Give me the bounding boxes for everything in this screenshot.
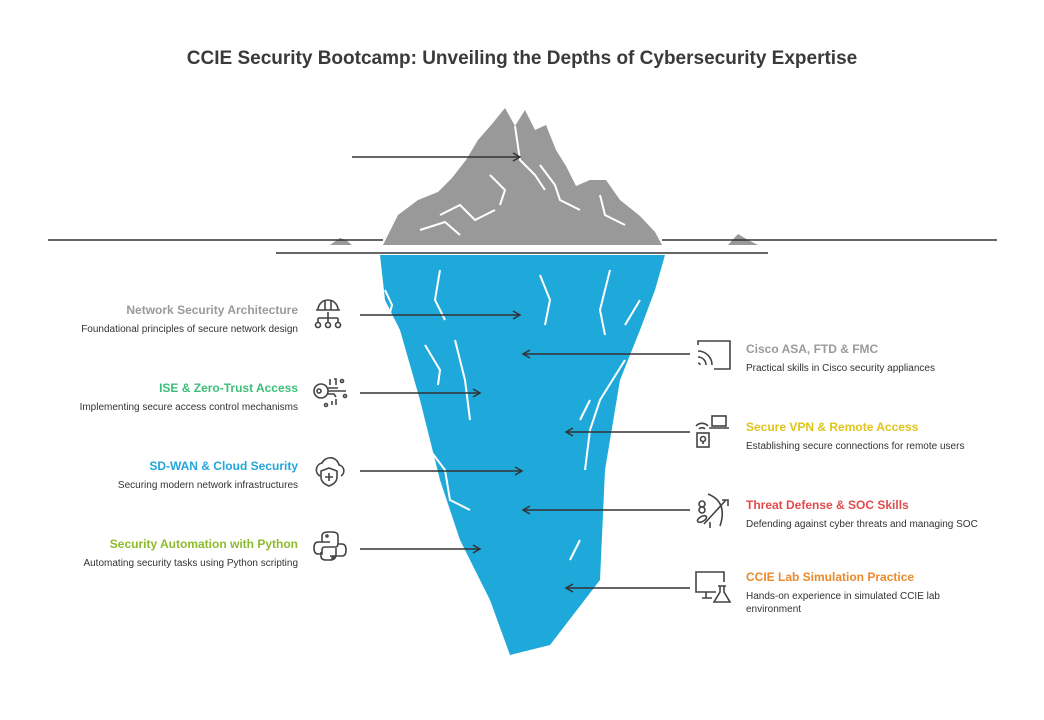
iceberg-bottom <box>380 255 665 655</box>
iceberg-bottom-cracks <box>384 269 641 561</box>
right-item-ccie-lab: CCIE Lab Simulation Practice Hands-on ex… <box>746 570 940 615</box>
cloud-shield-icon <box>315 457 345 487</box>
python-icon <box>313 531 347 561</box>
digital-key-icon <box>313 378 348 408</box>
remote-lock-icon <box>695 415 729 448</box>
iceberg-top <box>383 108 662 245</box>
small-ice-left <box>330 238 352 245</box>
left-item-security-automation: Security Automation with Python Automati… <box>83 537 298 569</box>
right-item-cisco-asa: Cisco ASA, FTD & FMC Practical skills in… <box>746 342 935 374</box>
page-title: CCIE Security Bootcamp: Unveiling the De… <box>186 48 858 69</box>
left-item-network-security-architecture: Network Security Architecture Foundation… <box>81 303 298 335</box>
right-item-secure-vpn: Secure VPN & Remote Access Establishing … <box>746 420 965 452</box>
left-item-sdwan-cloud: SD-WAN & Cloud Security Securing modern … <box>117 459 298 491</box>
right-item-threat-defense: Threat Defense & SOC Skills Defending ag… <box>746 498 978 530</box>
bow-arrow-icon <box>696 493 729 528</box>
water-lines <box>48 239 997 254</box>
monitor-flask-icon <box>695 571 732 603</box>
left-item-ise-zero-trust: ISE & Zero-Trust Access Implementing sec… <box>79 381 298 413</box>
arrows <box>352 152 690 593</box>
network-helmet-icon <box>314 299 342 329</box>
iceberg-top-cracks <box>419 125 626 236</box>
cast-screen-icon <box>697 340 731 370</box>
